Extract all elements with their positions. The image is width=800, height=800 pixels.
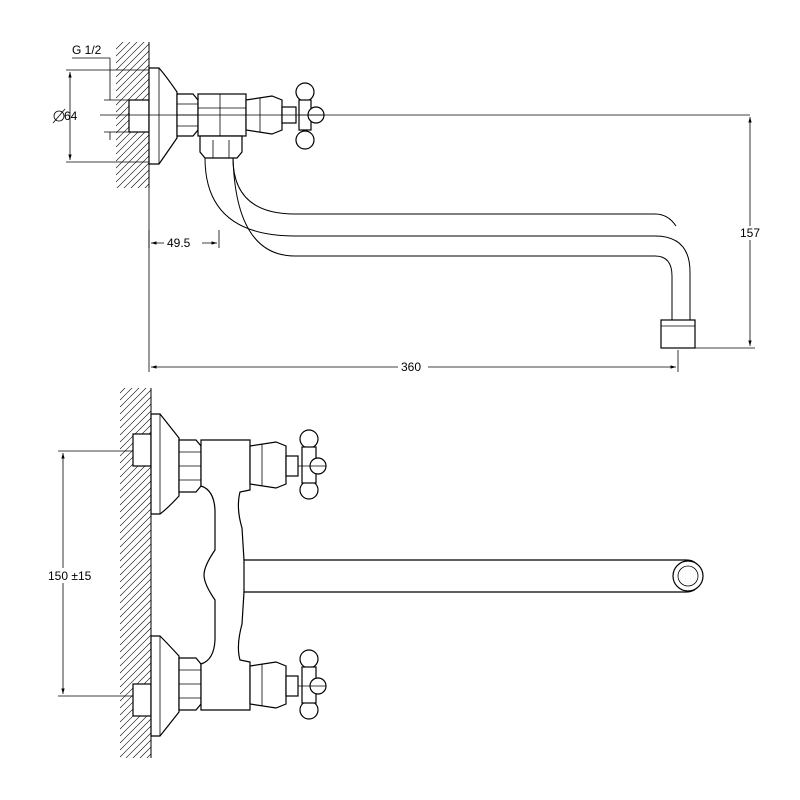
dim-offset-label: 49.5 [167,236,191,250]
hatch-line [116,71,149,106]
wall-flange-top [128,67,178,165]
hatch-line [120,655,151,688]
hatch-line [137,176,149,188]
inlet-lower [132,635,202,737]
hatch-line [120,389,151,422]
hatch-line [116,2,149,35]
hatch-line [116,57,149,92]
hatch-line [116,42,145,71]
plan-view: 150 ±15 [40,348,704,792]
mixer-body-bottom [200,439,251,711]
hatch-line [120,550,151,583]
hatch-line [120,529,151,562]
hatch-line [120,599,151,632]
dim-diameter: 64 [52,69,149,163]
hatch-line [120,641,151,674]
hatch-line [116,78,149,113]
spout-tube-top [204,157,691,320]
hatch-line [120,592,151,625]
hatch-line [120,613,151,646]
hatch-line [116,141,149,176]
dim-thread-label: G 1/2 [72,43,102,57]
hatch-line [120,606,151,639]
dim-height: 157 [695,117,766,349]
aerator-top [660,319,696,349]
hatch-line [120,725,151,758]
inlet-upper [132,413,202,515]
hatch-line [116,50,149,85]
hatch-line [116,43,149,78]
hatch-line [146,753,151,758]
dim-length: 360 [148,188,679,374]
hatch-line [120,620,151,653]
hatch-line [120,761,151,792]
valve-lower [249,649,327,720]
hatch-line [120,648,151,681]
hatch-line [120,348,151,379]
hatch-line [120,480,151,513]
hatch-line [120,473,151,506]
hatch-line [116,191,149,224]
hatch-line [120,487,151,520]
hatch-line [120,388,126,394]
hatch-line [116,64,149,99]
hatch-line [120,508,151,541]
hatch-line [116,42,131,57]
hatch-line [116,42,138,64]
hatch-line [120,711,151,744]
dim-thread: G 1/2 [72,43,129,140]
hatch-line [120,388,147,415]
valve-upper [249,429,327,500]
hatch-line [116,42,117,43]
hatch-line [120,627,151,660]
hatch-line [130,169,149,188]
hatch-line [120,466,151,499]
dim-diameter-label: 64 [64,109,78,123]
hatch-line [139,746,151,758]
hatch-line [120,355,151,386]
hatch-line [120,557,151,590]
hatch-line [116,42,124,50]
hatch-line [120,718,151,751]
hatch-line [120,571,151,604]
hatch-line [144,183,149,188]
hatch-line [120,501,151,534]
hatch-line [120,494,151,527]
hatch-line [120,388,140,408]
hatch-line [120,585,151,618]
hatch-line [120,662,151,695]
dim-offset: 49.5 [148,230,220,250]
spout-bottom [243,559,704,593]
hatch-line [132,739,151,758]
hatch-line [120,634,151,667]
hatch-line [120,564,151,597]
hatch-line [116,148,149,183]
hatch-line [120,396,151,429]
hatch-line [120,536,151,569]
wall-bottom [120,348,152,792]
hatch-line [120,515,151,548]
hatch-line [120,410,151,443]
hatch-line [120,403,151,436]
dim-center-distance: 150 ±15 [40,450,133,697]
hatch-line [120,543,151,576]
hatch-line [116,155,149,188]
hatch-line [116,134,149,169]
dim-center-distance-label: 150 ±15 [48,569,92,583]
hatch-line [116,127,149,162]
spout-nut-top [199,135,243,159]
hatch-line [125,732,151,758]
side-view: G 1/2 64 49.5 1 [52,2,766,374]
handle-top [281,82,325,150]
hatch-line [120,388,133,401]
hatch-line [123,162,149,188]
dim-height-label: 157 [740,226,760,240]
hatch-line [120,578,151,611]
hatch-line [120,522,151,555]
dim-length-label: 360 [401,360,421,374]
